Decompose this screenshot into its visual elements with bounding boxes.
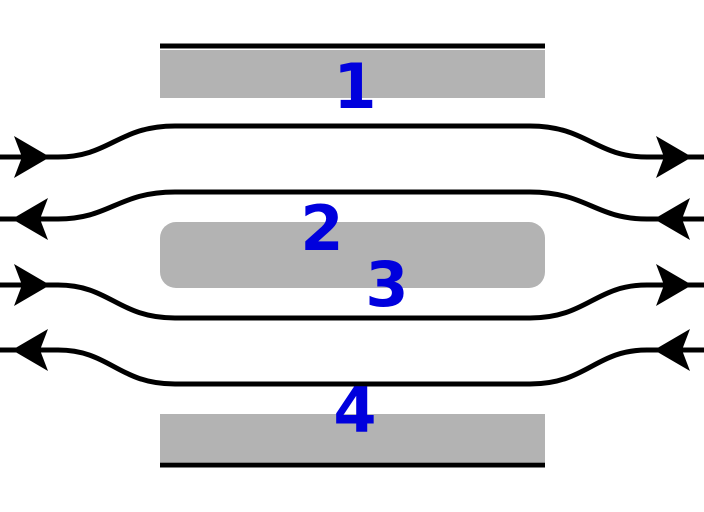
flow-line-2-path [0,189,704,222]
arrowhead-left-flow4-left [12,329,48,371]
layer-label-1: 1 [333,50,376,123]
labels-group: 1 2 3 4 [300,50,408,447]
arrowhead-left-flow2-right [654,198,690,240]
slab-bottom-fill [160,414,545,462]
arrowhead-left-flow4-right [654,329,690,371]
flow-line-4-path [0,347,704,387]
layer-label-3: 3 [365,248,408,321]
flow-line-1-path [0,123,704,160]
arrowhead-right-flow1-left [14,136,50,178]
arrowheads-group [12,136,692,371]
arrowhead-left-flow2-left [12,198,48,240]
arrowhead-right-flow3-left [14,264,50,306]
slab-middle-fill [160,222,545,288]
arrowhead-right-flow1-right [656,136,692,178]
arrowhead-right-flow3-right [656,264,692,306]
layer-label-4: 4 [333,374,376,447]
flow-line-3-path [0,282,704,321]
flow-lines-group [0,123,704,387]
slab-top-fill [160,50,545,98]
layer-label-2: 2 [300,192,343,265]
slab-group [160,43,545,468]
